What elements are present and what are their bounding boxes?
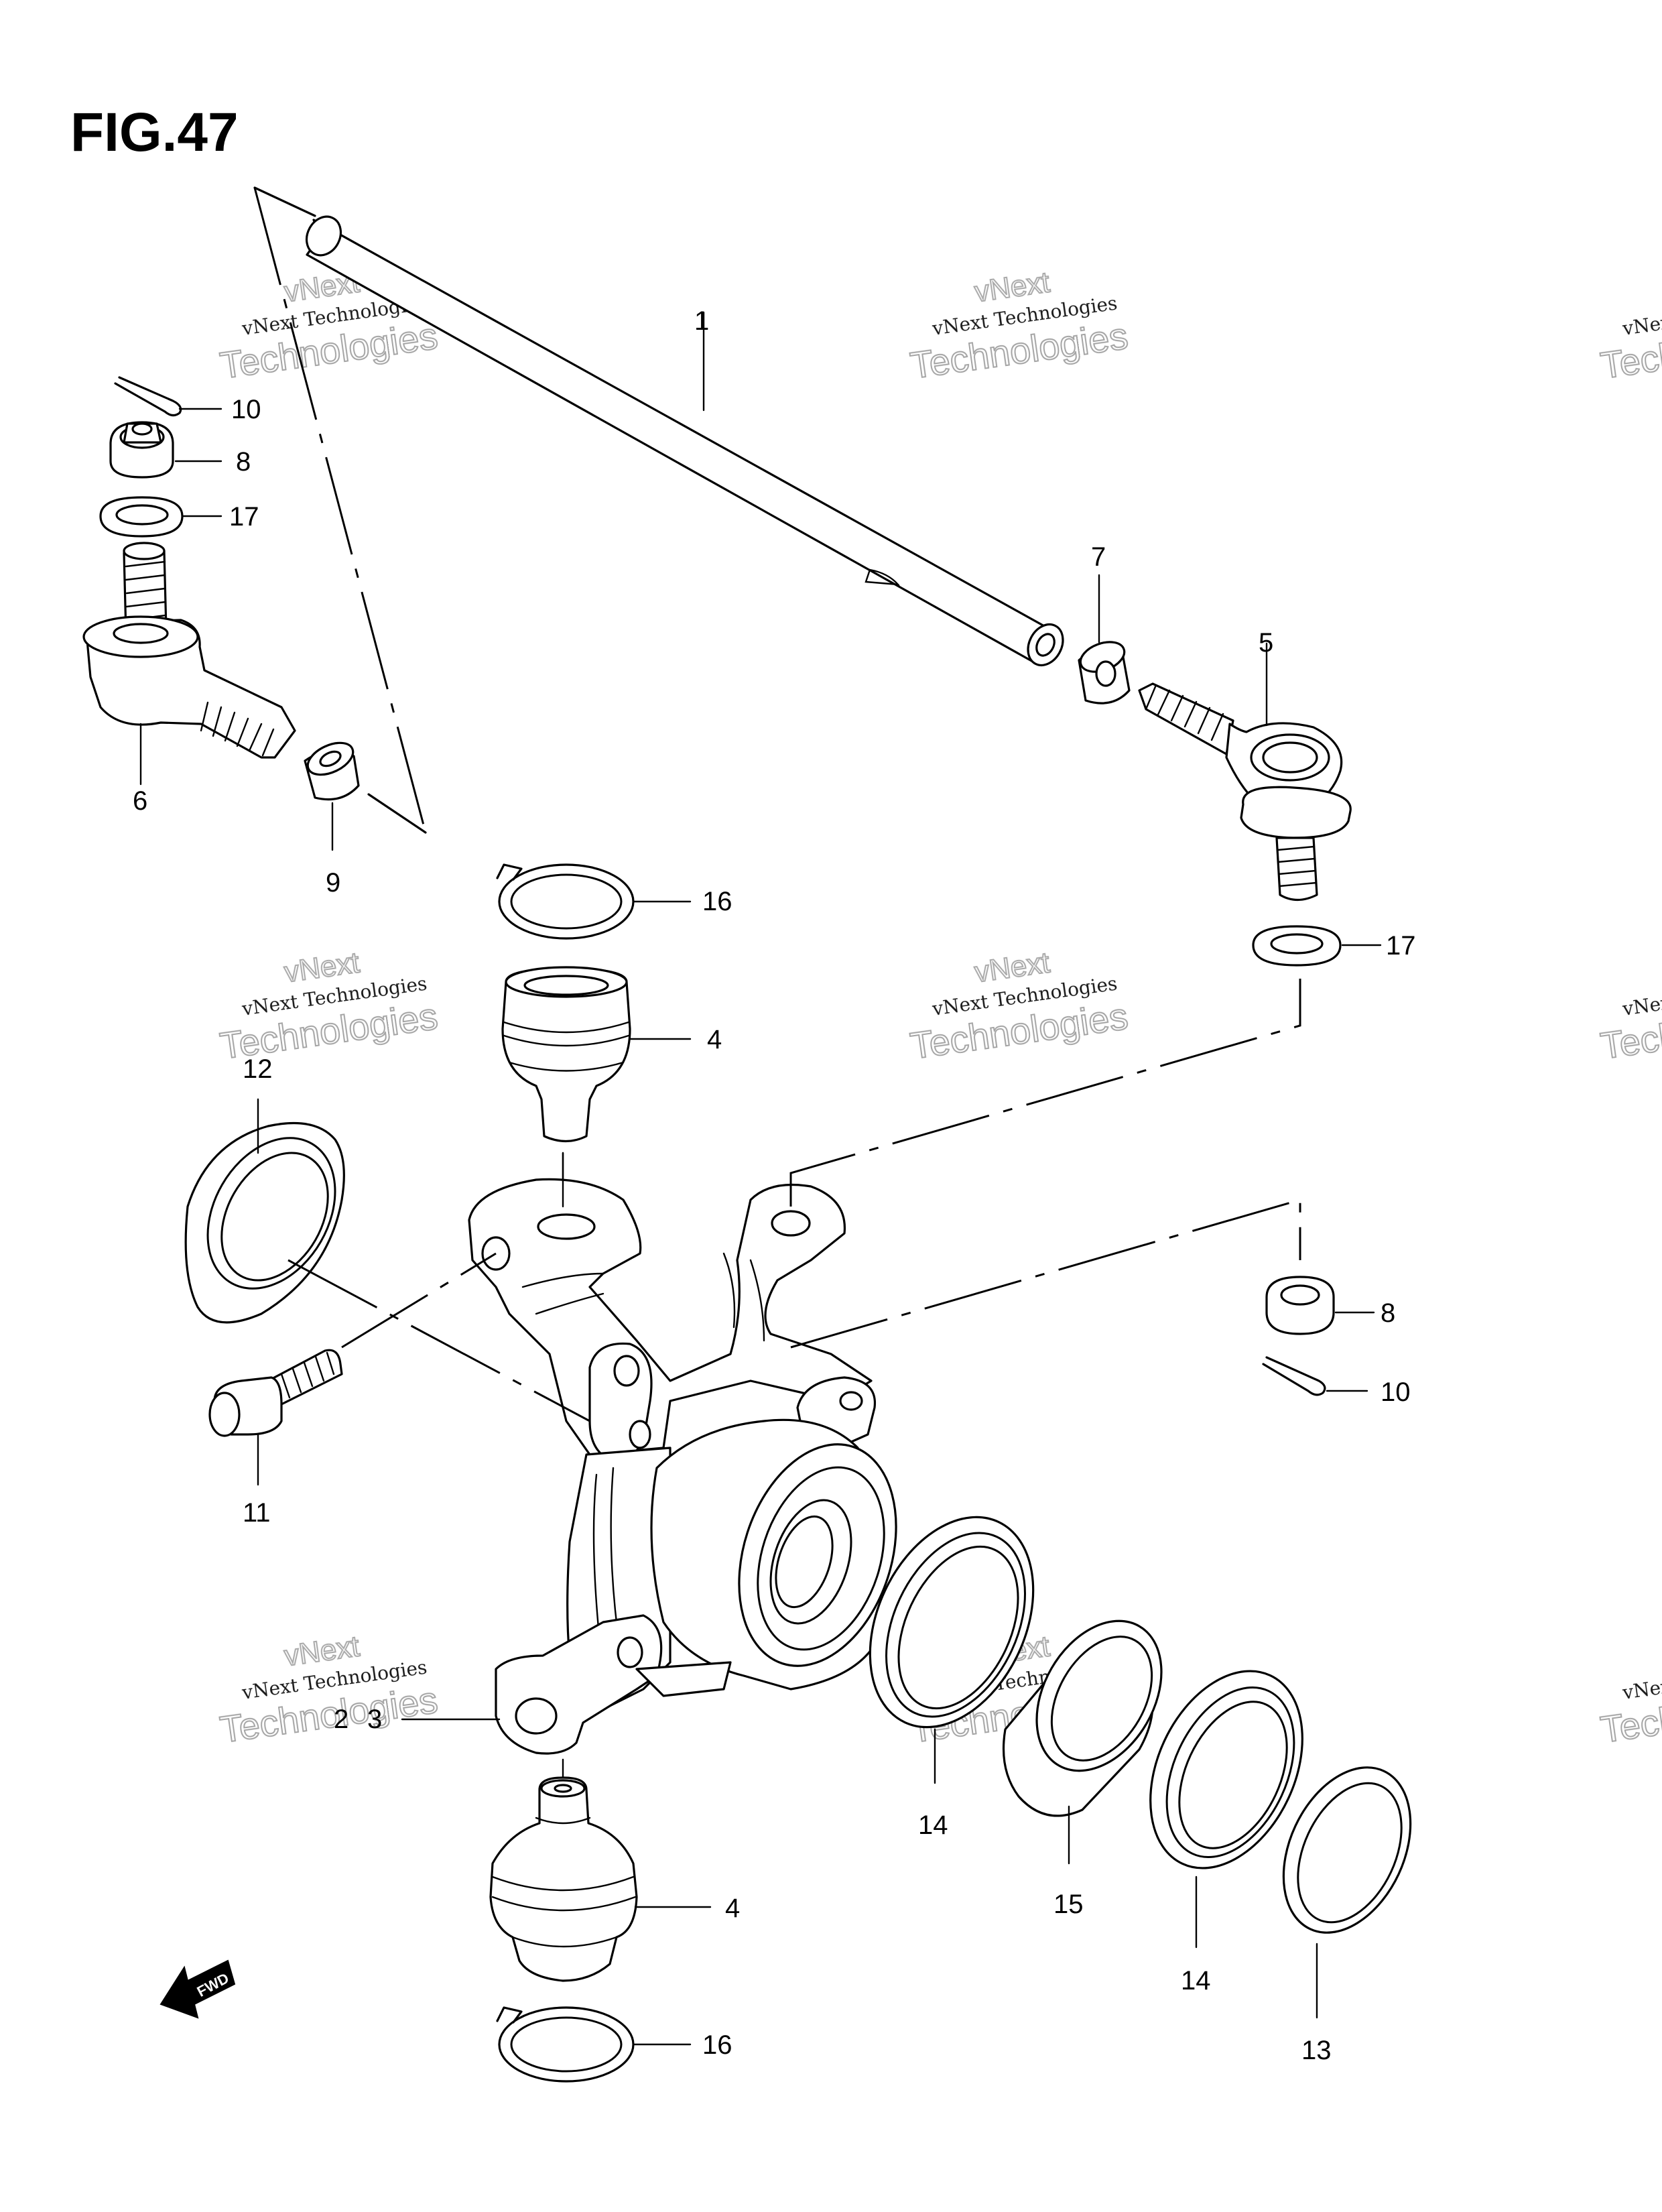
part-10-cotter-pin-upper <box>114 376 222 417</box>
fwd-direction-arrow: FWD <box>159 1959 236 2019</box>
callout-10: 10 <box>231 395 261 424</box>
callout-17: 17 <box>229 502 259 532</box>
part-14-bearing-seal-upper <box>869 1516 1035 1784</box>
callout-11: 11 <box>243 1498 271 1528</box>
part-11-bolt <box>208 1349 343 1486</box>
tie-rod-assembly-outline <box>253 186 427 834</box>
figure-title: FIG.47 <box>70 102 239 163</box>
watermark-text: vNext Technologies <box>1620 292 1662 340</box>
callout-1: 1 <box>694 306 709 336</box>
callout-15: 15 <box>1053 1890 1084 1919</box>
watermark-text: vNext Technologies <box>1620 972 1662 1020</box>
part-13-snap-ring <box>1282 1766 1412 2019</box>
callout-8: 8 <box>236 447 251 477</box>
callout-2: 2 <box>334 1705 348 1734</box>
callout-10: 10 <box>1381 1377 1411 1407</box>
callout-labels: 1 10 8 17 6 9 7 5 16 17 4 12 8 10 11 2 3… <box>133 306 1416 2065</box>
callout-3: 3 <box>367 1705 382 1734</box>
part-8-castle-nut-lower <box>1265 1276 1375 1335</box>
callout-5: 5 <box>1259 628 1273 658</box>
part-12-oil-seal <box>184 1098 345 1324</box>
callout-14: 14 <box>918 1810 948 1840</box>
part-4-ball-joint-upper <box>501 966 692 1208</box>
part-6-tie-rod-end-left <box>82 542 296 786</box>
callout-4: 4 <box>707 1025 722 1054</box>
part-17-washer-lower <box>1252 925 1382 967</box>
part-16-snap-ring-lower <box>496 2006 692 2083</box>
callout-17: 17 <box>1386 931 1416 961</box>
callout-8: 8 <box>1381 1298 1395 1328</box>
part-17-washer-upper <box>99 496 222 538</box>
part-1-tie-rod <box>305 215 1064 667</box>
watermark-group: vNext vNext Technologies Technologies vN… <box>216 265 1662 1751</box>
part-5-tie-rod-end-right <box>1138 642 1352 902</box>
callout-14: 14 <box>1181 1966 1211 1995</box>
part-7-locknut-right <box>1078 574 1131 704</box>
bolt-dash-leader <box>341 1252 497 1349</box>
part-8-castle-nut-upper <box>109 421 222 479</box>
seal-dash-leader <box>287 1259 590 1422</box>
part-4-ball-joint-lower <box>489 1776 712 1982</box>
callout-16: 16 <box>702 887 732 916</box>
part-15-bearing-spacer <box>1002 1619 1163 1865</box>
callout-4: 4 <box>725 1894 740 1923</box>
callout-9: 9 <box>326 868 340 898</box>
callout-12: 12 <box>243 1054 273 1084</box>
callout-6: 6 <box>133 786 147 816</box>
callout-16: 16 <box>702 2030 732 2060</box>
part-14-bearing-seal-lower <box>1149 1670 1303 1949</box>
part-9-locknut-left <box>304 741 360 851</box>
part-10-cotter-pin-lower <box>1262 1356 1368 1396</box>
callout-13: 13 <box>1301 2036 1332 2065</box>
tie-rod-end-dash-leader <box>789 979 1301 1207</box>
steering-knuckle-body <box>468 1178 897 1755</box>
part-16-snap-ring-upper <box>496 863 692 940</box>
nut-dash-leader <box>790 1199 1301 1349</box>
watermark-text: vNext Technologies <box>1620 1656 1662 1704</box>
callout-7: 7 <box>1091 542 1106 572</box>
